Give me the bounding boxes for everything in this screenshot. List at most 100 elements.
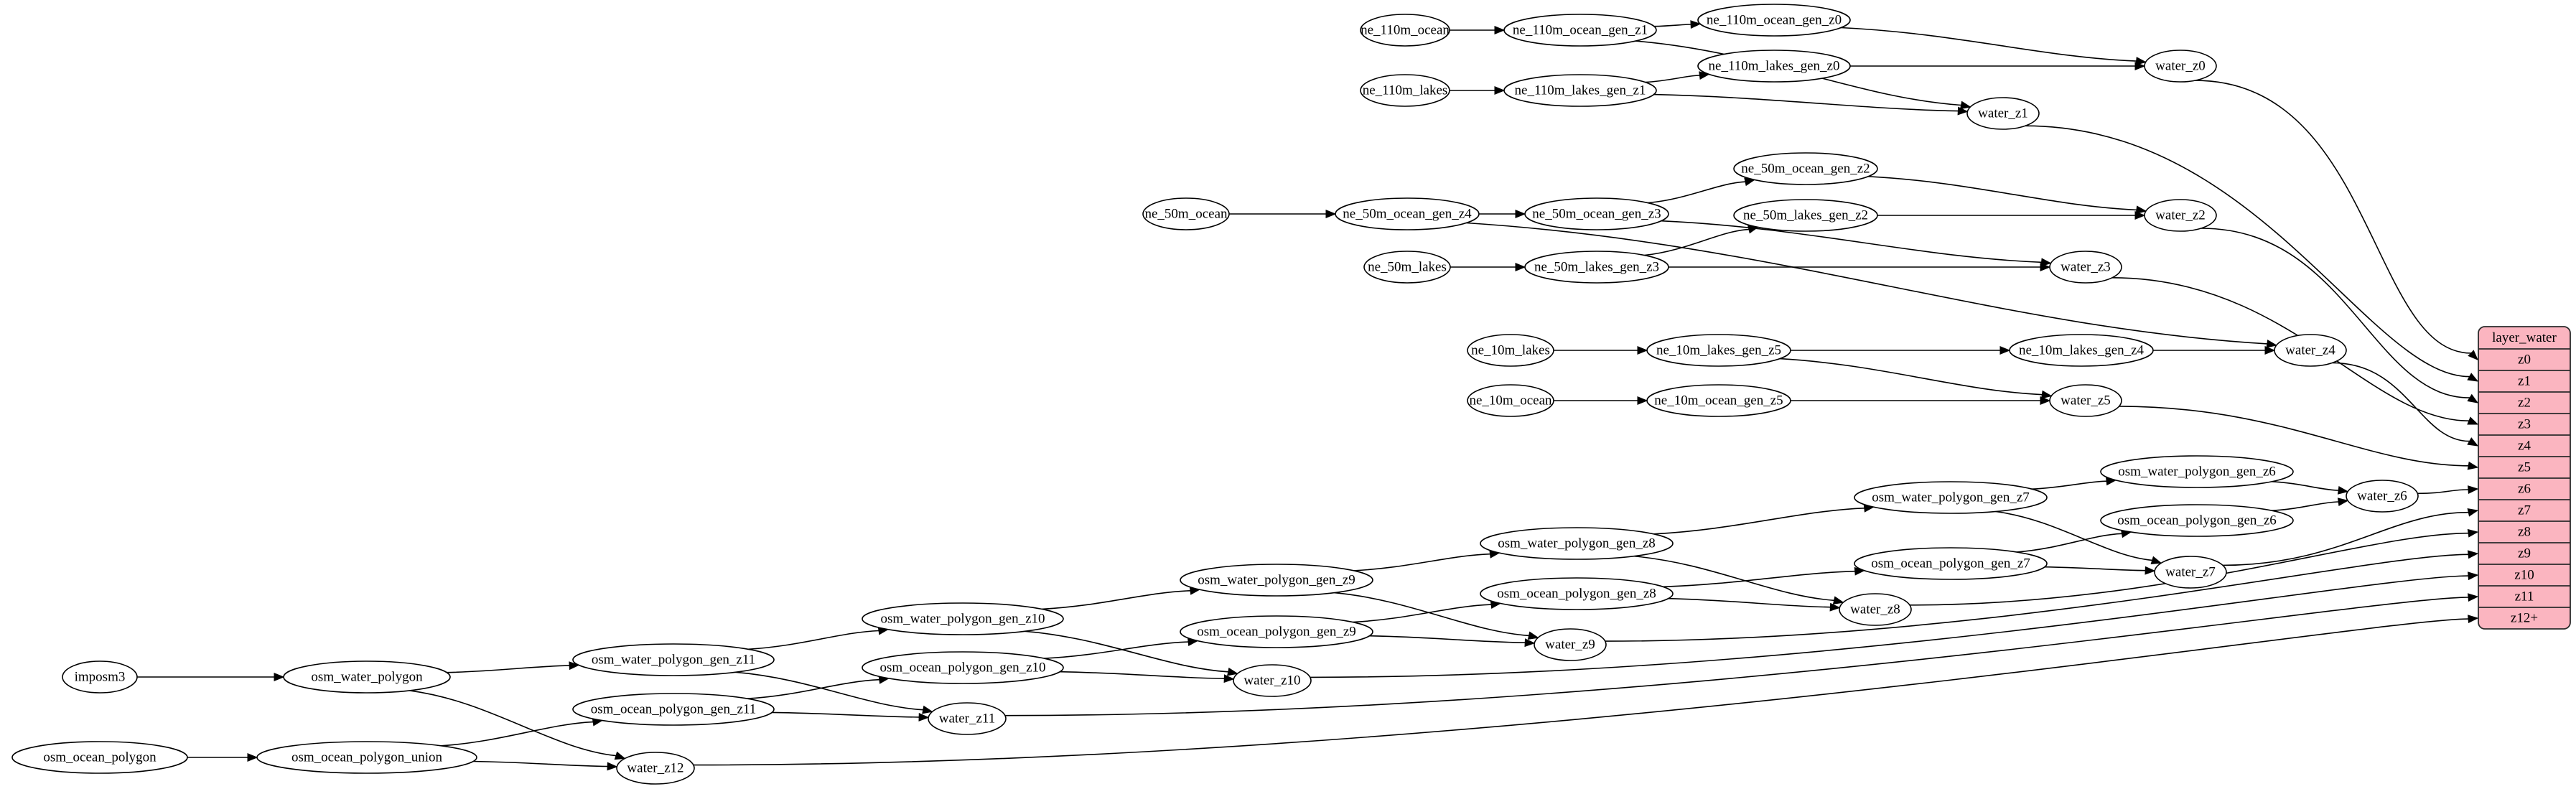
record-row-z0[interactable]	[2478, 349, 2570, 370]
graph-edge-water_z2-to-record-z2	[2201, 228, 2470, 398]
record-row-z10[interactable]	[2478, 564, 2570, 586]
node-ellipse	[1733, 199, 1878, 232]
graph-node-osm_ocean_polygon_gen_z6[interactable]: osm_ocean_polygon_gen_z6	[2100, 504, 2294, 537]
graph-node-osm_ocean_polygon_gen_z10[interactable]: osm_ocean_polygon_gen_z10	[862, 651, 1064, 684]
graph-node-osm_water_polygon[interactable]: osm_water_polygon	[283, 660, 451, 694]
graph-node-water_z12[interactable]: water_z12	[616, 752, 695, 785]
graph-edge-water_z8-to-record-z8	[1909, 532, 2469, 606]
graph-node-water_z11[interactable]: water_z11	[928, 702, 1007, 735]
graph-node-osm_water_polygon_gen_z11[interactable]: osm_water_polygon_gen_z11	[572, 643, 775, 676]
record-row-z6[interactable]	[2478, 478, 2570, 500]
node-ellipse	[1467, 384, 1554, 417]
graph-edge-osm_ocean_polygon_gen_z6-to-water_z6	[2272, 501, 2339, 511]
graph-node-osm_ocean_polygon_gen_z8[interactable]: osm_ocean_polygon_gen_z8	[1480, 577, 1674, 610]
graph-node-osm_ocean_polygon_union[interactable]: osm_ocean_polygon_union	[256, 741, 477, 774]
node-ellipse	[1480, 577, 1674, 610]
graph-node-water_z4[interactable]: water_z4	[2274, 334, 2347, 367]
graph-node-water_z9[interactable]: water_z9	[1534, 628, 1607, 661]
record-row-z4[interactable]	[2478, 435, 2570, 457]
graph-node-water_z7[interactable]: water_z7	[2154, 556, 2227, 589]
graph-node-ne_10m_lakes_gen_z5[interactable]: ne_10m_lakes_gen_z5	[1646, 334, 1791, 367]
graph-node-osm_ocean_polygon[interactable]: osm_ocean_polygon	[11, 741, 188, 774]
graph-node-ne_50m_ocean_gen_z2[interactable]: ne_50m_ocean_gen_z2	[1733, 152, 1878, 185]
graph-edge-osm_ocean_polygon_gen_z11-to-osm_ocean_polygon_gen_z10	[747, 678, 879, 699]
graph-edge-osm_water_polygon_gen_z11-to-osm_water_polygon_gen_z10	[748, 630, 879, 650]
graph-edge-ne_110m_ocean_gen_z1-to-ne_110m_ocean_gen_z0	[1653, 24, 1691, 27]
graph-node-ne_110m_lakes_gen_z0[interactable]: ne_110m_lakes_gen_z0	[1697, 50, 1851, 83]
graph-node-water_z2[interactable]: water_z2	[2144, 199, 2217, 232]
record-row-z11[interactable]	[2478, 586, 2570, 607]
graph-node-ne_10m_ocean[interactable]: ne_10m_ocean	[1467, 384, 1554, 417]
graph-node-water_z5[interactable]: water_z5	[2049, 384, 2122, 417]
edge-arrowhead	[1515, 263, 1526, 271]
record-row-z2[interactable]	[2478, 392, 2570, 414]
graph-node-ne_10m_ocean_gen_z5[interactable]: ne_10m_ocean_gen_z5	[1646, 384, 1791, 417]
graph-node-osm_water_polygon_gen_z10[interactable]: osm_water_polygon_gen_z10	[862, 602, 1064, 635]
record-row-z3[interactable]	[2478, 414, 2570, 435]
node-ellipse	[1467, 334, 1554, 367]
record-row-z5[interactable]	[2478, 457, 2570, 478]
node-ellipse	[1142, 197, 1230, 230]
edge-arrowhead	[2467, 528, 2479, 538]
graph-node-imposm3[interactable]: imposm3	[62, 660, 138, 694]
graph-node-ne_110m_lakes_gen_z1[interactable]: ne_110m_lakes_gen_z1	[1503, 74, 1657, 107]
record-row-z7[interactable]	[2478, 500, 2570, 521]
graph-node-osm_ocean_polygon_gen_z11[interactable]: osm_ocean_polygon_gen_z11	[572, 693, 775, 726]
graph-node-ne_50m_lakes_gen_z2[interactable]: ne_50m_lakes_gen_z2	[1733, 199, 1878, 232]
edge-arrowhead	[2337, 486, 2349, 495]
graph-node-ne_50m_ocean[interactable]: ne_50m_ocean	[1142, 197, 1230, 230]
edge-arrowhead	[2266, 339, 2278, 348]
node-ellipse	[1839, 593, 1912, 626]
graph-node-ne_50m_lakes[interactable]: ne_50m_lakes	[1363, 251, 1451, 284]
graph-edge-water_z4-to-record-z4	[2332, 362, 2470, 442]
graph-node-water_z0[interactable]: water_z0	[2144, 50, 2217, 83]
record-layer-water[interactable]: layer_waterz0z1z2z3z4z5z6z7z8z9z10z11z12…	[2478, 326, 2571, 630]
edge-arrowhead	[1957, 106, 1969, 116]
record-row-z1[interactable]	[2478, 370, 2570, 392]
edge-arrowhead	[2145, 566, 2156, 575]
graph-node-ne_110m_ocean_gen_z0[interactable]: ne_110m_ocean_gen_z0	[1697, 4, 1851, 37]
graph-node-osm_ocean_polygon_gen_z7[interactable]: osm_ocean_polygon_gen_z7	[1854, 547, 2048, 580]
graph-node-water_z8[interactable]: water_z8	[1839, 593, 1912, 626]
graph-edge-ne_50m_lakes_gen_z3-to-ne_50m_lakes_gen_z2	[1644, 228, 1749, 256]
edge-arrowhead	[2135, 57, 2147, 65]
graph-node-ne_10m_lakes[interactable]: ne_10m_lakes	[1467, 334, 1554, 367]
node-ellipse	[2009, 334, 2154, 367]
record-row-z8[interactable]	[2478, 521, 2570, 543]
node-ellipse	[1646, 334, 1791, 367]
edge-arrowhead	[2467, 373, 2479, 382]
graph-node-water_z1[interactable]: water_z1	[1966, 97, 2040, 130]
edge-arrowhead	[2150, 556, 2162, 564]
record-row-z9[interactable]	[2478, 543, 2570, 564]
graph-node-water_z10[interactable]: water_z10	[1233, 664, 1312, 697]
graph-node-ne_110m_lakes[interactable]: ne_110m_lakes	[1360, 74, 1450, 107]
graph-node-ne_110m_ocean_gen_z1[interactable]: ne_110m_ocean_gen_z1	[1503, 14, 1657, 47]
node-ellipse	[1335, 197, 1480, 230]
graph-node-osm_ocean_polygon_gen_z9[interactable]: osm_ocean_polygon_gen_z9	[1180, 615, 1373, 648]
node-ellipse	[1360, 14, 1450, 47]
graph-node-ne_110m_ocean[interactable]: ne_110m_ocean	[1360, 14, 1450, 47]
record-row-z12+[interactable]	[2478, 607, 2570, 629]
graph-node-ne_10m_lakes_gen_z4[interactable]: ne_10m_lakes_gen_z4	[2009, 334, 2154, 367]
edge-arrowhead	[1959, 101, 1971, 110]
graph-edge-osm_water_polygon_gen_z10-to-osm_water_polygon_gen_z9	[1042, 590, 1191, 610]
graph-node-water_z3[interactable]: water_z3	[2049, 251, 2122, 284]
graph-node-ne_50m_ocean_gen_z4[interactable]: ne_50m_ocean_gen_z4	[1335, 197, 1480, 230]
graph-node-osm_water_polygon_gen_z8[interactable]: osm_water_polygon_gen_z8	[1480, 527, 1674, 560]
graph-node-osm_water_polygon_gen_z7[interactable]: osm_water_polygon_gen_z7	[1854, 481, 2048, 514]
node-ellipse	[862, 651, 1064, 684]
graph-node-osm_water_polygon_gen_z9[interactable]: osm_water_polygon_gen_z9	[1180, 564, 1373, 597]
graph-edge-osm_water_polygon_gen_z11-to-water_z11	[735, 671, 923, 711]
node-ellipse	[11, 741, 188, 774]
node-ellipse	[1524, 251, 1669, 284]
graph-node-osm_water_polygon_gen_z6[interactable]: osm_water_polygon_gen_z6	[2100, 455, 2294, 488]
node-ellipse	[1180, 615, 1373, 648]
graph-edge-osm_water_polygon-to-osm_water_polygon_gen_z11	[447, 665, 570, 673]
graph-edge-osm_water_polygon_gen_z6-to-water_z6	[2272, 481, 2339, 491]
graph-node-ne_50m_ocean_gen_z3[interactable]: ne_50m_ocean_gen_z3	[1524, 197, 1669, 230]
graph-node-water_z6[interactable]: water_z6	[2346, 480, 2419, 513]
graph-node-ne_50m_lakes_gen_z3[interactable]: ne_50m_lakes_gen_z3	[1524, 251, 1669, 284]
graph-edge-osm_ocean_polygon_gen_z8-to-water_z8	[1668, 597, 1831, 608]
edge-arrowhead	[1227, 667, 1238, 676]
